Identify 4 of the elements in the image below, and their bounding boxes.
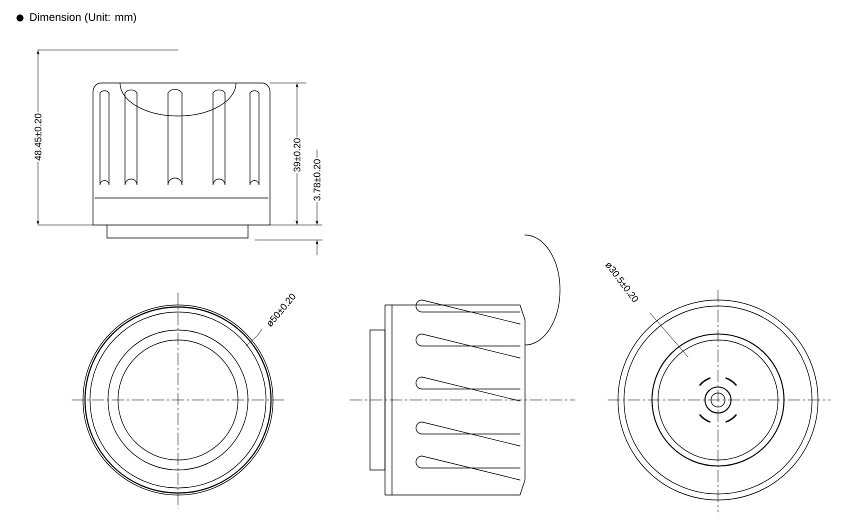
dimension-label: 48.45±0.20 — [34, 112, 42, 162]
dimension-label: 39±0.20 — [292, 136, 302, 174]
heading: Dimension (Unit: mm) — [30, 12, 136, 24]
dimension-label: 3.78±0.20 — [312, 158, 322, 202]
